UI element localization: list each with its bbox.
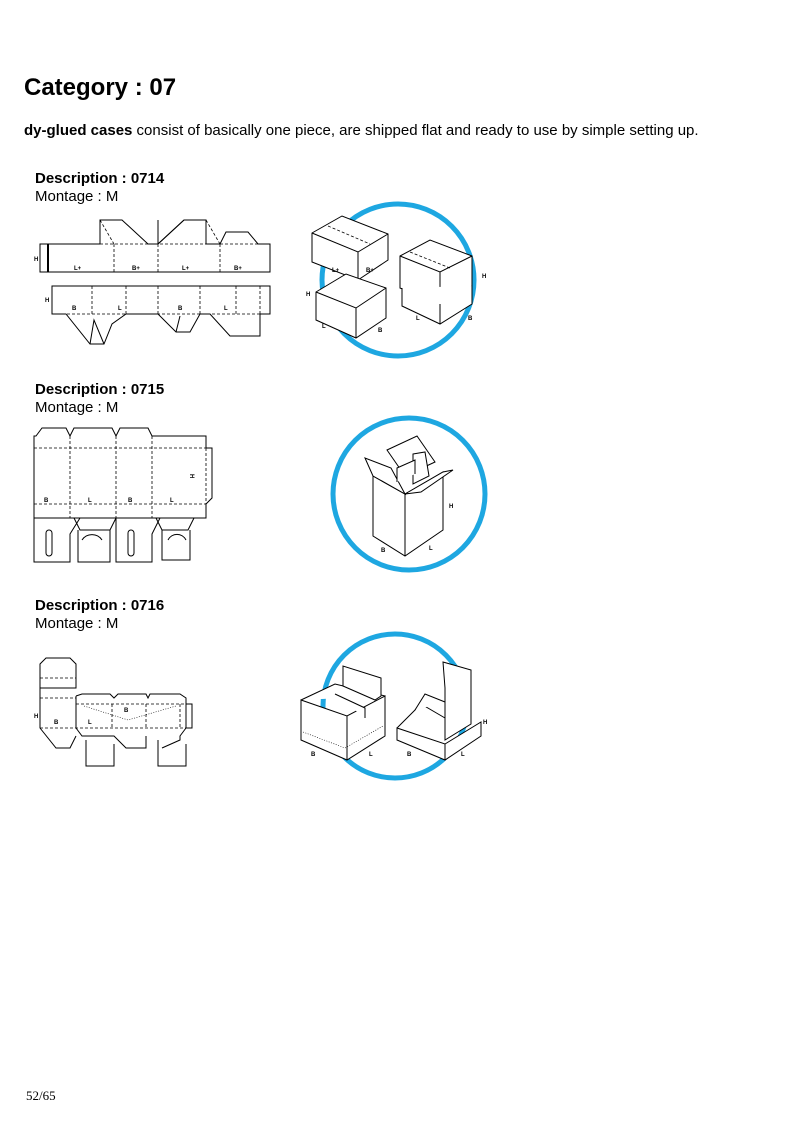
box-illustration-0714: L+ B+ H L B H L B: [306, 201, 486, 359]
box-label: H: [482, 274, 486, 280]
flat-label: B: [124, 708, 129, 714]
box-label: L: [461, 752, 465, 758]
section-0716: Description : 0716 Montage : M: [35, 597, 164, 633]
flat-label: B+: [234, 266, 242, 272]
montage-label: Montage : M: [35, 188, 119, 205]
section-0715: Description : 0715 Montage : M: [35, 381, 164, 417]
accent-circle: [330, 415, 488, 573]
page-title: Category : 07: [24, 74, 177, 101]
box-label: B: [381, 548, 386, 554]
intro-paragraph: dy-glued cases consist of basically one …: [24, 122, 699, 139]
box-label: B: [407, 752, 412, 758]
box-label: B+: [366, 268, 374, 274]
box-label: H: [483, 720, 487, 726]
flat-label: H: [34, 714, 38, 720]
description-label: Description : 0715: [35, 381, 165, 398]
montage-label: Montage : M: [35, 399, 119, 416]
box-label: L: [429, 546, 433, 552]
intro-text: consist of basically one piece, are ship…: [132, 122, 699, 139]
flat-label: B: [44, 498, 49, 504]
flat-label: L: [88, 720, 92, 726]
flat-label: L: [224, 306, 228, 312]
box-label: B: [468, 316, 473, 322]
accent-circle: [319, 201, 477, 359]
flat-label: B: [72, 306, 77, 312]
flat-label: H: [188, 474, 194, 478]
flat-label: L+: [182, 266, 190, 272]
box-illustration-0715: H B L: [330, 415, 488, 573]
box-label: B: [378, 328, 383, 334]
flat-label: B: [178, 306, 183, 312]
flat-pattern-0716: H B L B: [34, 657, 193, 767]
box-label: L: [416, 316, 420, 322]
flat-label: B: [128, 498, 133, 504]
flat-label: B: [54, 720, 59, 726]
box-label: L+: [332, 268, 340, 274]
flat-pattern-0714: H L+ B+ L+ B+ H B L B L: [34, 219, 271, 345]
box-label: L: [369, 752, 373, 758]
flat-label: H: [34, 257, 38, 263]
flat-label: B+: [132, 266, 140, 272]
flat-label: H: [45, 298, 49, 304]
intro-term: dy-glued cases: [24, 122, 133, 139]
description-label: Description : 0716: [35, 597, 165, 614]
flat-label: L: [118, 306, 122, 312]
montage-label: Montage : M: [35, 615, 119, 632]
box-label: L: [322, 324, 326, 330]
box-illustration-0716: H B L B L: [300, 631, 487, 781]
box-label: H: [449, 504, 453, 510]
flat-label: L+: [74, 266, 82, 272]
flat-label: L: [88, 498, 92, 504]
flat-pattern-0715: H B L B L: [33, 427, 213, 563]
section-0714: Description : 0714 Montage : M: [35, 170, 164, 206]
page-number: 52/65: [26, 1088, 56, 1103]
box-label: B: [311, 752, 316, 758]
description-label: Description : 0714: [35, 170, 165, 187]
flat-label: L: [170, 498, 174, 504]
box-label: H: [306, 292, 310, 298]
